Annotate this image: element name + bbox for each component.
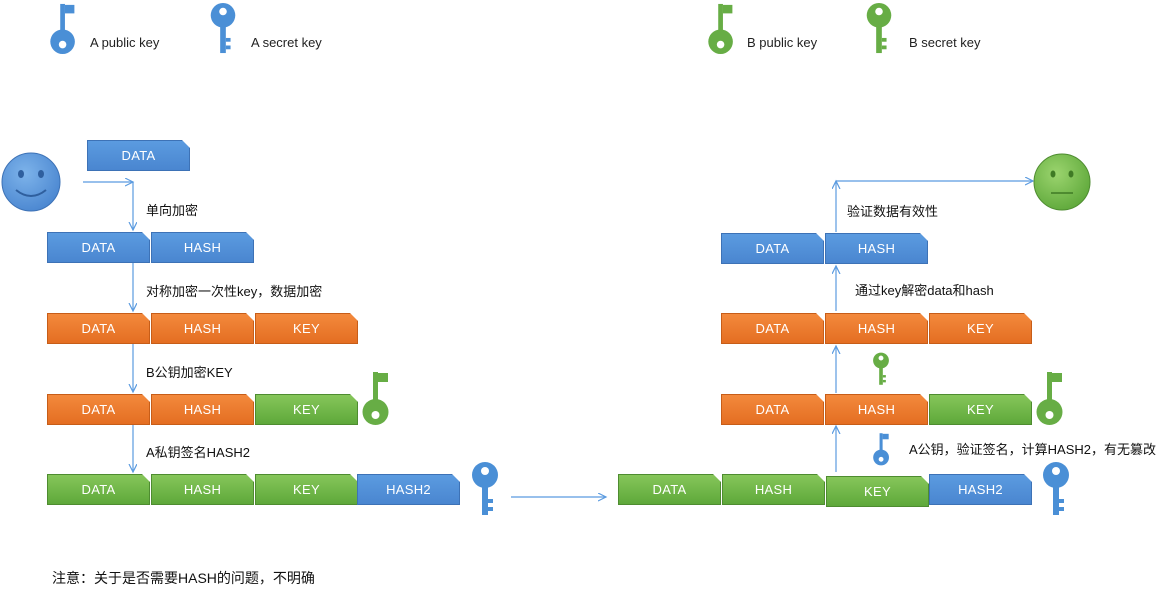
- hash-block: HASH: [825, 313, 928, 344]
- data-block: DATA: [47, 313, 150, 344]
- hash-block: HASH: [151, 394, 254, 425]
- step-label-one-way-hash: 单向加密: [146, 203, 199, 218]
- sender-smiley-icon: [1, 152, 61, 212]
- hash-block: HASH: [825, 233, 928, 264]
- key-block: KEY: [255, 313, 358, 344]
- key-block: KEY: [255, 474, 358, 505]
- step-label-a-secret-sign-hash2: A私钥签名HASH2: [146, 445, 251, 460]
- step-label-symmetric-encrypt: 对称加密一次性key，数据加密: [146, 284, 323, 299]
- data-block: DATA: [721, 394, 824, 425]
- b-public-key-icon: [359, 370, 395, 426]
- hash-block: HASH: [722, 474, 825, 505]
- a-public-key-icon: [871, 432, 893, 466]
- receiver-neutral-face-icon: [1033, 153, 1091, 211]
- hash-block: HASH: [825, 394, 928, 425]
- hash2-block: HASH2: [929, 474, 1032, 505]
- hash-block: HASH: [151, 232, 254, 263]
- key-block: KEY: [929, 394, 1032, 425]
- hash2-block: HASH2: [357, 474, 460, 505]
- b-public-key-icon: [1033, 370, 1069, 426]
- data-block: DATA: [47, 474, 150, 505]
- step-label-validate-data: 验证数据有效性: [847, 204, 939, 219]
- step-label-b-public-encrypt-key: B公钥加密KEY: [146, 365, 233, 380]
- hash-block: HASH: [151, 313, 254, 344]
- key-block: KEY: [826, 476, 929, 507]
- legend-b-public-key: B public key: [747, 35, 818, 50]
- data-block: DATA: [721, 313, 824, 344]
- key-block: KEY: [255, 394, 358, 425]
- legend-a-public-key: A public key: [90, 35, 160, 50]
- data-block: DATA: [721, 233, 824, 264]
- data-block: DATA: [618, 474, 721, 505]
- key-block: KEY: [929, 313, 1032, 344]
- legend-b-secret-key: B secret key: [909, 35, 981, 50]
- data-block: DATA: [47, 232, 150, 263]
- hash-block: HASH: [151, 474, 254, 505]
- data-block: DATA: [87, 140, 190, 171]
- a-secret-key-icon: [1038, 461, 1074, 517]
- step-label-decrypt-data-hash: 通过key解密data和hash: [855, 283, 994, 298]
- a-secret-key-icon: [467, 461, 503, 517]
- legend-a-secret-key: A secret key: [251, 35, 322, 50]
- step-label-verify-signature: A公钥，验证签名，计算HASH2，有无篡改: [909, 442, 1157, 457]
- b-secret-key-icon: [870, 352, 892, 386]
- data-block: DATA: [47, 394, 150, 425]
- footnote: 注意：关于是否需要HASH的问题，不明确: [52, 570, 315, 586]
